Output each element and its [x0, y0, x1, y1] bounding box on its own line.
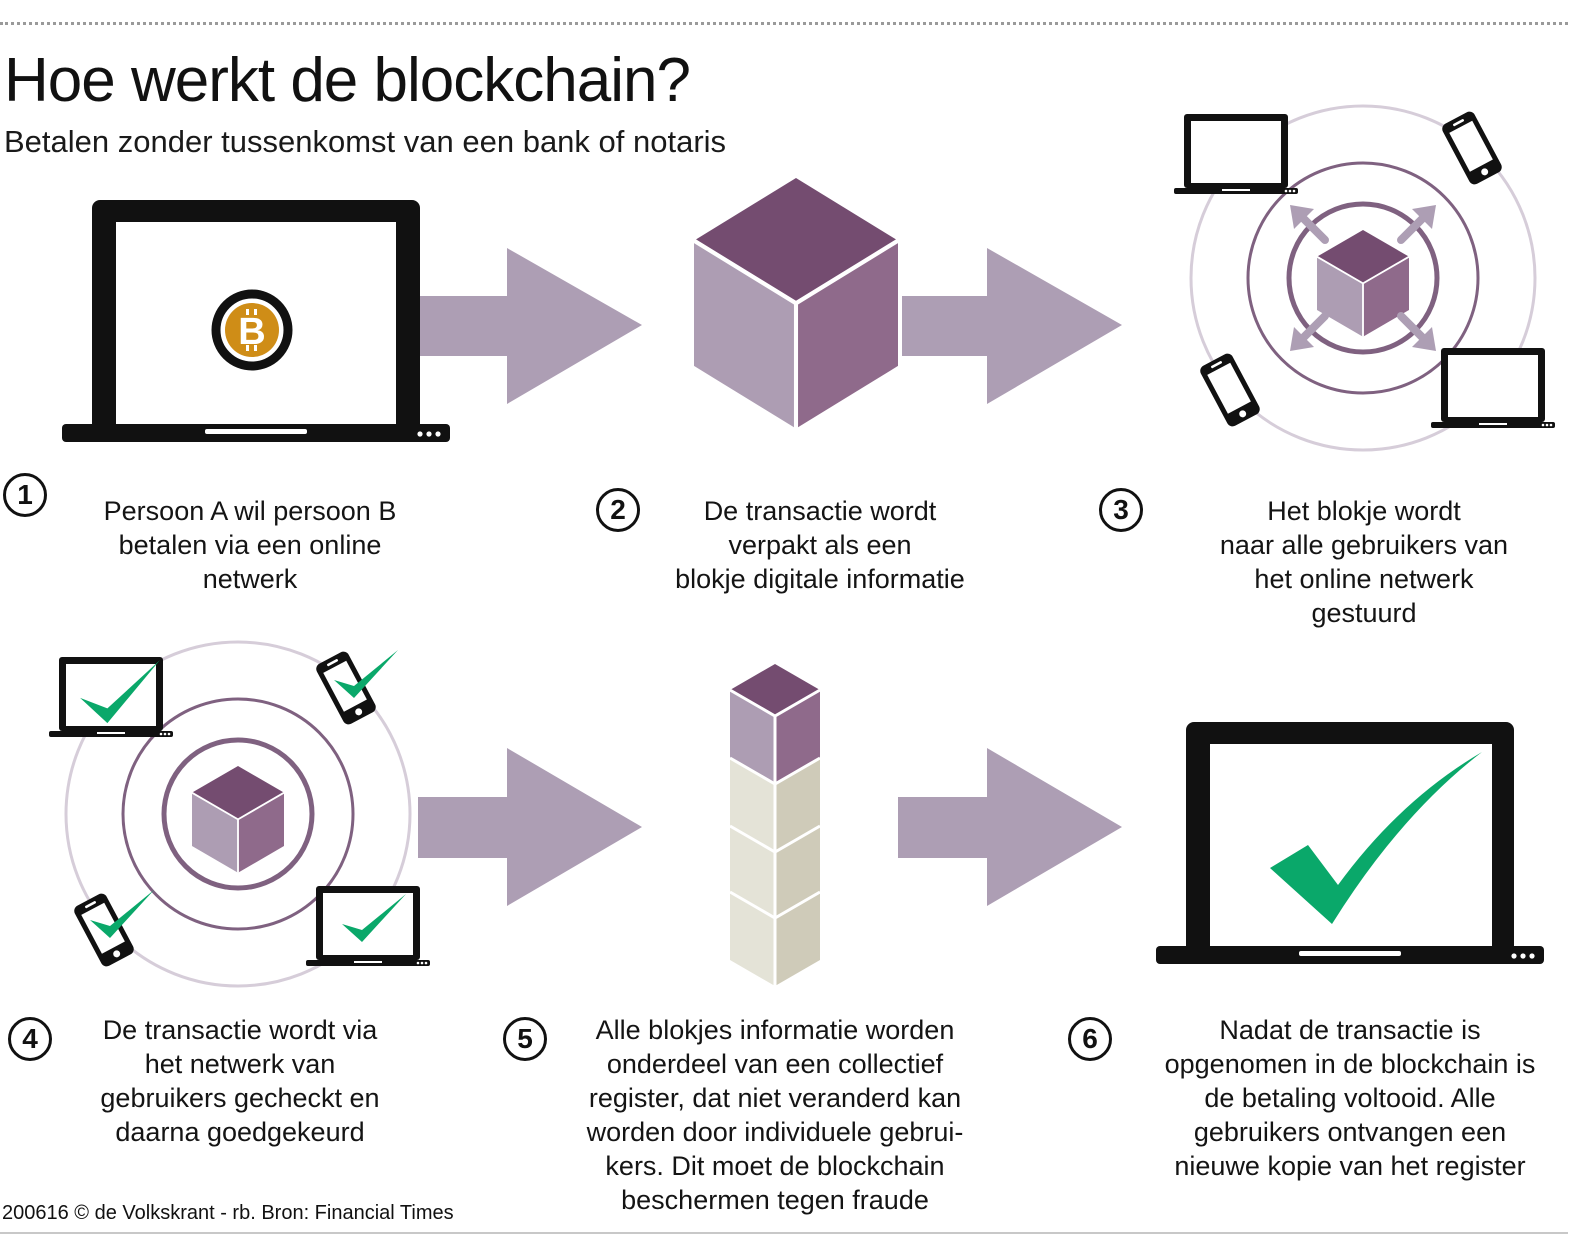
arrow-right-icon [418, 748, 642, 906]
top-dotted-rule [0, 22, 1568, 25]
desc-line: worden door individuele gebrui- [586, 1117, 964, 1147]
desc-line: De transactie wordt [703, 496, 937, 526]
desc-line: Alle blokjes informatie worden [595, 1015, 955, 1045]
desc-line: blokje digitale informatie [675, 564, 965, 594]
step-3-description: Het blokje wordt naar alle gebruikers va… [1164, 494, 1564, 630]
step-2-description: De transactie wordt verpakt als een blok… [620, 494, 1020, 596]
desc-line: daarna goedgekeurd [115, 1117, 365, 1147]
bottom-rule [0, 1232, 1568, 1234]
step-5-description: Alle blokjes informatie worden onderdeel… [550, 1013, 1000, 1217]
block-cube-icon [1316, 229, 1410, 338]
step-number-badge: 6 [1068, 1017, 1112, 1061]
desc-line: betalen via een online [118, 530, 382, 560]
desc-line: verpakt als een [728, 530, 912, 560]
smartphone-icon [1198, 351, 1262, 429]
source-credit: 200616 © de Volkskrant - rb. Bron: Finan… [2, 1202, 454, 1224]
desc-line: opgenomen in de blockchain is [1164, 1049, 1536, 1079]
desc-line: gebruikers ontvangen een [1193, 1117, 1507, 1147]
page-title: Hoe werkt de blockchain? [4, 46, 691, 115]
checkmark-icon [342, 894, 406, 942]
desc-line: gebruikers gecheckt en [100, 1083, 380, 1113]
step-number-badge: 4 [8, 1017, 52, 1061]
desc-line: het netwerk van [144, 1049, 336, 1079]
step6-laptop-illustration [1156, 722, 1544, 964]
step-number-badge: 1 [3, 473, 47, 517]
desc-line: onderdeel van een collectief [606, 1049, 944, 1079]
laptop-icon [1431, 348, 1555, 428]
desc-line: het online netwerk [1254, 564, 1474, 594]
block-cube-icon [191, 765, 285, 874]
desc-line: naar alle gebruikers van [1219, 530, 1509, 560]
step1-laptop-illustration: B [62, 200, 450, 442]
step-6-description: Nadat de transactie is opgenomen in de b… [1125, 1013, 1575, 1183]
bitcoin-icon: B [211, 289, 293, 371]
desc-line: De transactie wordt via [102, 1015, 378, 1045]
checkmark-icon [1270, 752, 1482, 924]
arrow-right-icon [420, 248, 642, 404]
svg-text:B: B [238, 311, 265, 353]
step-4-description: De transactie wordt via het netwerk van … [40, 1013, 440, 1149]
checkmark-icon [90, 890, 154, 938]
desc-line: register, dat niet veranderd kan [588, 1083, 962, 1113]
checkmark-icon [80, 660, 160, 724]
checkmark-icon [334, 650, 398, 698]
block-cube-icon [694, 178, 898, 429]
desc-line: beschermen tegen fraude [621, 1185, 929, 1215]
laptop-icon [1174, 114, 1298, 194]
blockchain-stack-illustration [729, 664, 821, 986]
desc-line: gestuurd [1311, 598, 1417, 628]
desc-line: Persoon A wil persoon B [103, 496, 397, 526]
desc-line: Nadat de transactie is [1219, 1015, 1481, 1045]
desc-line: nieuwe kopie van het register [1174, 1151, 1526, 1181]
desc-line: netwerk [202, 564, 298, 594]
step4-verification-illustration [49, 640, 430, 988]
step3-network-illustration [1174, 104, 1555, 452]
arrow-right-icon [902, 248, 1122, 404]
desc-line: Het blokje wordt [1267, 496, 1461, 526]
step-number-badge: 3 [1099, 488, 1143, 532]
step-number-badge: 5 [503, 1017, 547, 1061]
step-1-description: Persoon A wil persoon B betalen via een … [50, 494, 450, 596]
smartphone-icon [1440, 109, 1504, 187]
page-subtitle: Betalen zonder tussenkomst van een bank … [4, 124, 727, 159]
laptop-icon [49, 657, 173, 737]
desc-line: de betaling voltooid. Alle [1204, 1083, 1496, 1113]
arrow-right-icon [898, 748, 1122, 906]
step-number-badge: 2 [596, 488, 640, 532]
desc-line: kers. Dit moet de blockchain [605, 1151, 945, 1181]
